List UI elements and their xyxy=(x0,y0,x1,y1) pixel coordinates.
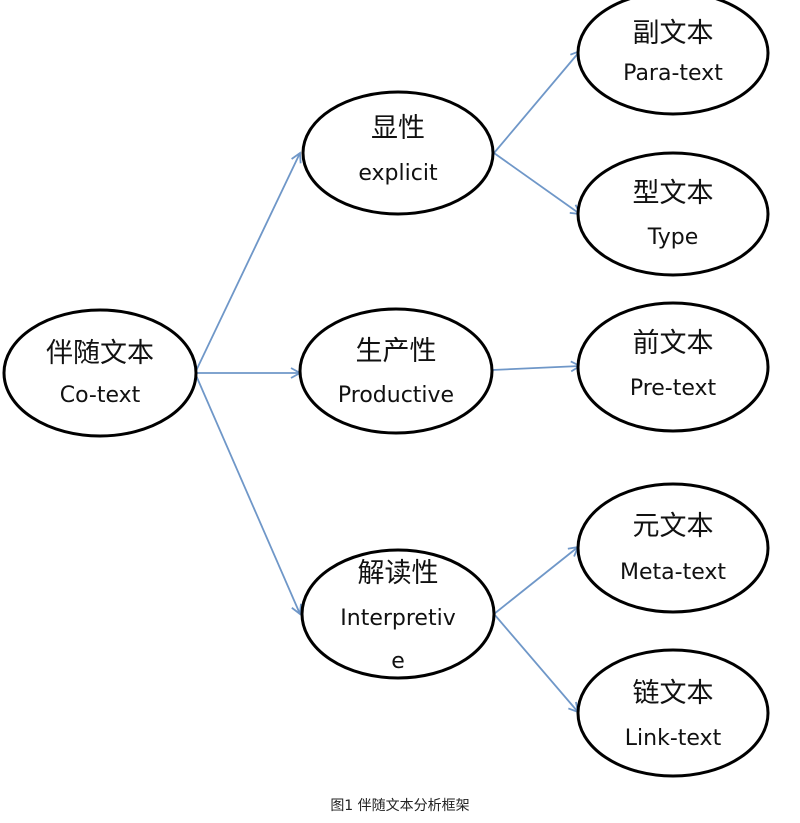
node-para-text-shape xyxy=(576,0,770,116)
edge-root-interpretive xyxy=(194,372,302,616)
co-text-framework-diagram: 伴随文本 Co-text 显性 explicit 生产性 Productive … xyxy=(2,0,770,778)
node-link-text-shape xyxy=(576,648,770,778)
node-productive-shape xyxy=(298,307,494,435)
node-interpretive-en-line1: Interpretiv xyxy=(340,606,455,631)
node-pre-text-zh: 前文本 xyxy=(633,328,714,359)
node-type-shape xyxy=(576,151,770,277)
node-productive-en: Productive xyxy=(338,383,454,408)
node-interpretive-zh: 解读性 xyxy=(358,558,439,589)
edges xyxy=(194,49,582,714)
node-link-text-zh: 链文本 xyxy=(633,678,714,709)
node-interpretive-shape xyxy=(300,548,496,680)
node-meta-text-shape xyxy=(576,482,770,614)
node-pre-text-en: Pre-text xyxy=(630,376,717,401)
node-para-text-en: Para-text xyxy=(623,61,723,86)
node-pre-text-shape xyxy=(576,301,770,433)
node-link-text-en: Link-text xyxy=(625,726,722,751)
edge-explicit-paratext xyxy=(493,49,582,154)
edge-root-explicit xyxy=(194,151,302,374)
node-explicit-zh: 显性 xyxy=(371,113,425,144)
node-explicit: 显性 explicit xyxy=(301,90,495,216)
node-link-text: 链文本 Link-text xyxy=(576,648,770,778)
node-type-zh: 型文本 xyxy=(633,178,714,209)
figure-caption: 图1 伴随文本分析框架 xyxy=(330,798,470,814)
node-meta-text: 元文本 Meta-text xyxy=(576,482,770,614)
node-co-text-zh: 伴随文本 xyxy=(46,338,154,369)
node-type-en: Type xyxy=(647,225,699,250)
node-explicit-shape xyxy=(301,90,495,216)
edge-explicit-type xyxy=(493,152,582,216)
node-para-text-zh: 副文本 xyxy=(633,18,714,49)
node-productive: 生产性 Productive xyxy=(298,307,494,435)
node-co-text-en: Co-text xyxy=(60,383,141,408)
node-meta-text-zh: 元文本 xyxy=(633,511,714,542)
edge-productive-pretext xyxy=(491,360,582,373)
node-meta-text-en: Meta-text xyxy=(620,560,726,585)
node-explicit-en: explicit xyxy=(358,161,438,186)
node-co-text: 伴随文本 Co-text xyxy=(2,308,198,438)
node-pre-text: 前文本 Pre-text xyxy=(576,301,770,433)
node-interpretive-en-line2: e xyxy=(391,649,405,674)
node-interpretive: 解读性 Interpretiv e xyxy=(300,548,496,680)
edge-interpretive-linktext xyxy=(493,613,580,714)
edge-interpretive-metatext xyxy=(493,545,580,615)
node-type: 型文本 Type xyxy=(576,151,770,277)
node-co-text-shape xyxy=(2,308,198,438)
node-para-text: 副文本 Para-text xyxy=(576,0,770,116)
node-productive-zh: 生产性 xyxy=(356,336,437,367)
